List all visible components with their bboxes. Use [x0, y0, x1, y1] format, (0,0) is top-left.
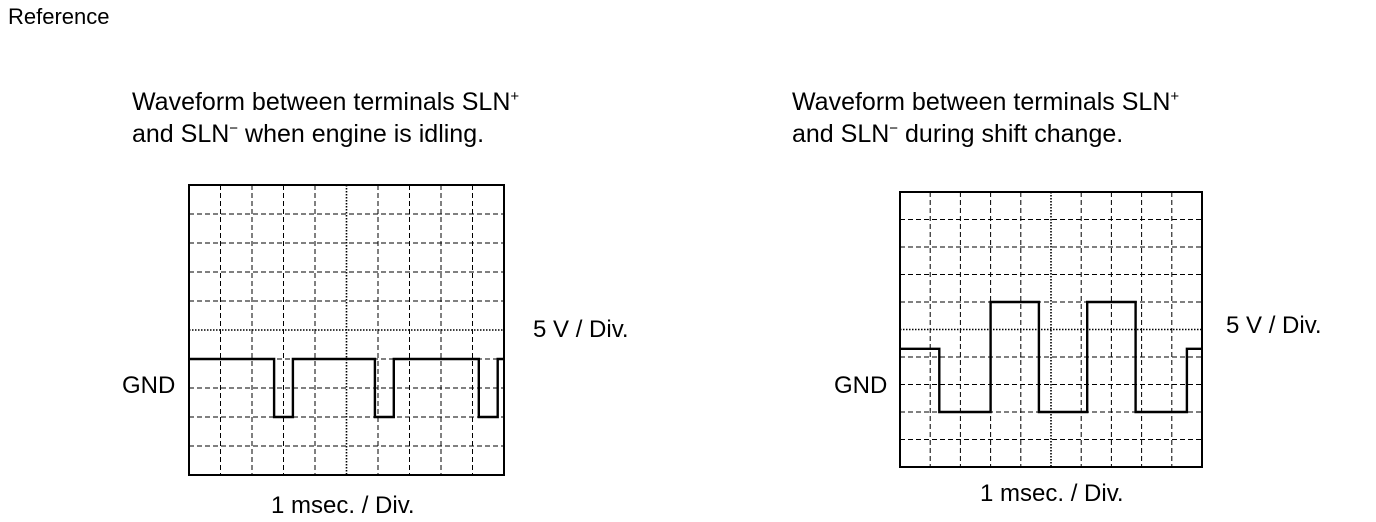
waveform-caption-shift: Waveform between terminals SLN+ and SLN−… — [792, 86, 1179, 150]
page-heading: Reference — [8, 4, 110, 29]
oscilloscope-grid-idling — [188, 184, 505, 476]
plus-superscript: + — [1170, 88, 1180, 105]
grid-frame — [188, 184, 505, 476]
time-scale-label: 1 msec. / Div. — [271, 492, 415, 519]
gnd-label: GND — [122, 372, 176, 399]
scope-grid — [899, 191, 1203, 468]
grid-frame — [899, 191, 1203, 468]
scope-grid — [188, 184, 505, 476]
waveform-trace — [900, 300, 1202, 414]
oscilloscope-grid-shift — [899, 191, 1203, 468]
voltage-scale-label: 5 V / Div. — [1226, 312, 1322, 339]
caption-line-1: Waveform between terminals SLN+ — [132, 88, 520, 116]
minus-superscript: − — [889, 120, 899, 137]
caption-line-1: Waveform between terminals SLN+ — [792, 88, 1180, 116]
waveform-trace — [189, 357, 504, 419]
waveform-caption-idling: Waveform between terminals SLN+ and SLN−… — [132, 86, 519, 150]
minus-superscript: − — [229, 120, 239, 137]
plus-superscript: + — [510, 88, 520, 105]
caption-line-2: and SLN− when engine is idling. — [132, 120, 485, 148]
voltage-scale-label: 5 V / Div. — [533, 316, 629, 343]
caption-line-2: and SLN− during shift change. — [792, 120, 1124, 148]
time-scale-label: 1 msec. / Div. — [980, 480, 1124, 507]
gnd-label: GND — [834, 372, 888, 399]
